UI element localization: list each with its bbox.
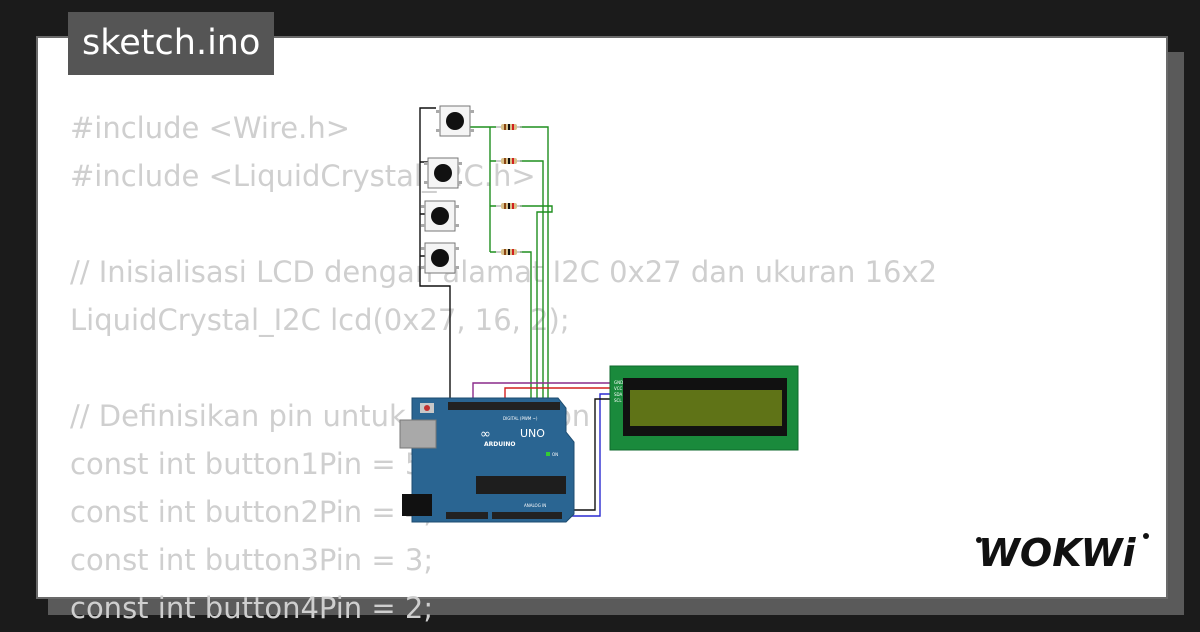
code-line: LiquidCrystal_I2C lcd(0x27, 16, 2); <box>70 303 570 337</box>
arduino-logo-mark: ∞ <box>480 427 491 442</box>
code-line: #include <LiquidCrystal_I2C.h> <box>70 159 536 193</box>
wokwi-logo-dot <box>976 537 982 543</box>
wokwi-logo: WOKWi <box>976 531 1149 575</box>
lcd-16x2[interactable]: GND VCC SDA SCL <box>609 365 799 451</box>
push-button-3[interactable] <box>421 200 459 232</box>
wire-vcc-bus <box>470 126 496 253</box>
push-button-1[interactable] <box>436 105 474 137</box>
arduino-model: UNO <box>520 427 545 440</box>
resistor-2 <box>496 158 522 164</box>
code-line: // Inisialisasi LCD dengan alamat I2C 0x… <box>70 255 938 289</box>
microcontroller-chip <box>476 476 566 494</box>
arduino-board <box>411 397 575 523</box>
wire-ground-bus <box>419 107 451 404</box>
push-button-4[interactable] <box>421 242 459 274</box>
filename-tag: sketch.ino <box>68 12 275 75</box>
code-line: const int button1Pin = 5; <box>70 447 434 481</box>
wire-button3 <box>520 205 553 398</box>
wire-button1 <box>520 126 549 398</box>
lcd-pin-label: VCC <box>614 386 623 391</box>
wire-button4 <box>520 251 532 398</box>
usb-port-icon <box>399 419 437 449</box>
push-button-2[interactable] <box>424 157 462 189</box>
preview-card: #include <Wire.h> #include <LiquidCrysta… <box>36 36 1168 625</box>
wokwi-logo-text: WOKWi <box>978 531 1137 575</box>
wokwi-logo-dot <box>1143 533 1149 539</box>
code-line: const int button4Pin = 2; <box>70 591 434 625</box>
power-header <box>446 512 488 519</box>
analog-header <box>492 512 562 519</box>
power-jack-icon <box>402 494 432 516</box>
wire-purple-gnd <box>472 382 610 400</box>
lcd-pin-label: SDA <box>614 392 623 397</box>
digital-header <box>448 402 560 410</box>
resistor-1 <box>496 124 522 130</box>
digital-label: DIGITAL (PWM ~) <box>503 416 538 421</box>
arduino-uno[interactable]: ∞ ARDUINO UNO DIGITAL (PWM ~) ANALOG IN … <box>399 397 575 523</box>
lcd-pin-label: GND <box>614 380 623 385</box>
resistor-3 <box>496 203 522 209</box>
lcd-screen <box>630 390 782 426</box>
lcd-pin-label: SCL <box>614 398 622 403</box>
push-buttons <box>421 105 474 274</box>
on-label: ON <box>552 452 558 457</box>
wire-button2 <box>520 160 544 398</box>
resistors <box>496 124 522 255</box>
resistor-4 <box>496 249 522 255</box>
arduino-logo: ARDUINO <box>484 441 515 448</box>
analog-label: ANALOG IN <box>524 503 546 508</box>
code-line: const int button2Pin = 4; <box>70 495 434 529</box>
code-line: const int button3Pin = 3; <box>70 543 434 577</box>
code-line: #include <Wire.h> <box>70 111 351 145</box>
